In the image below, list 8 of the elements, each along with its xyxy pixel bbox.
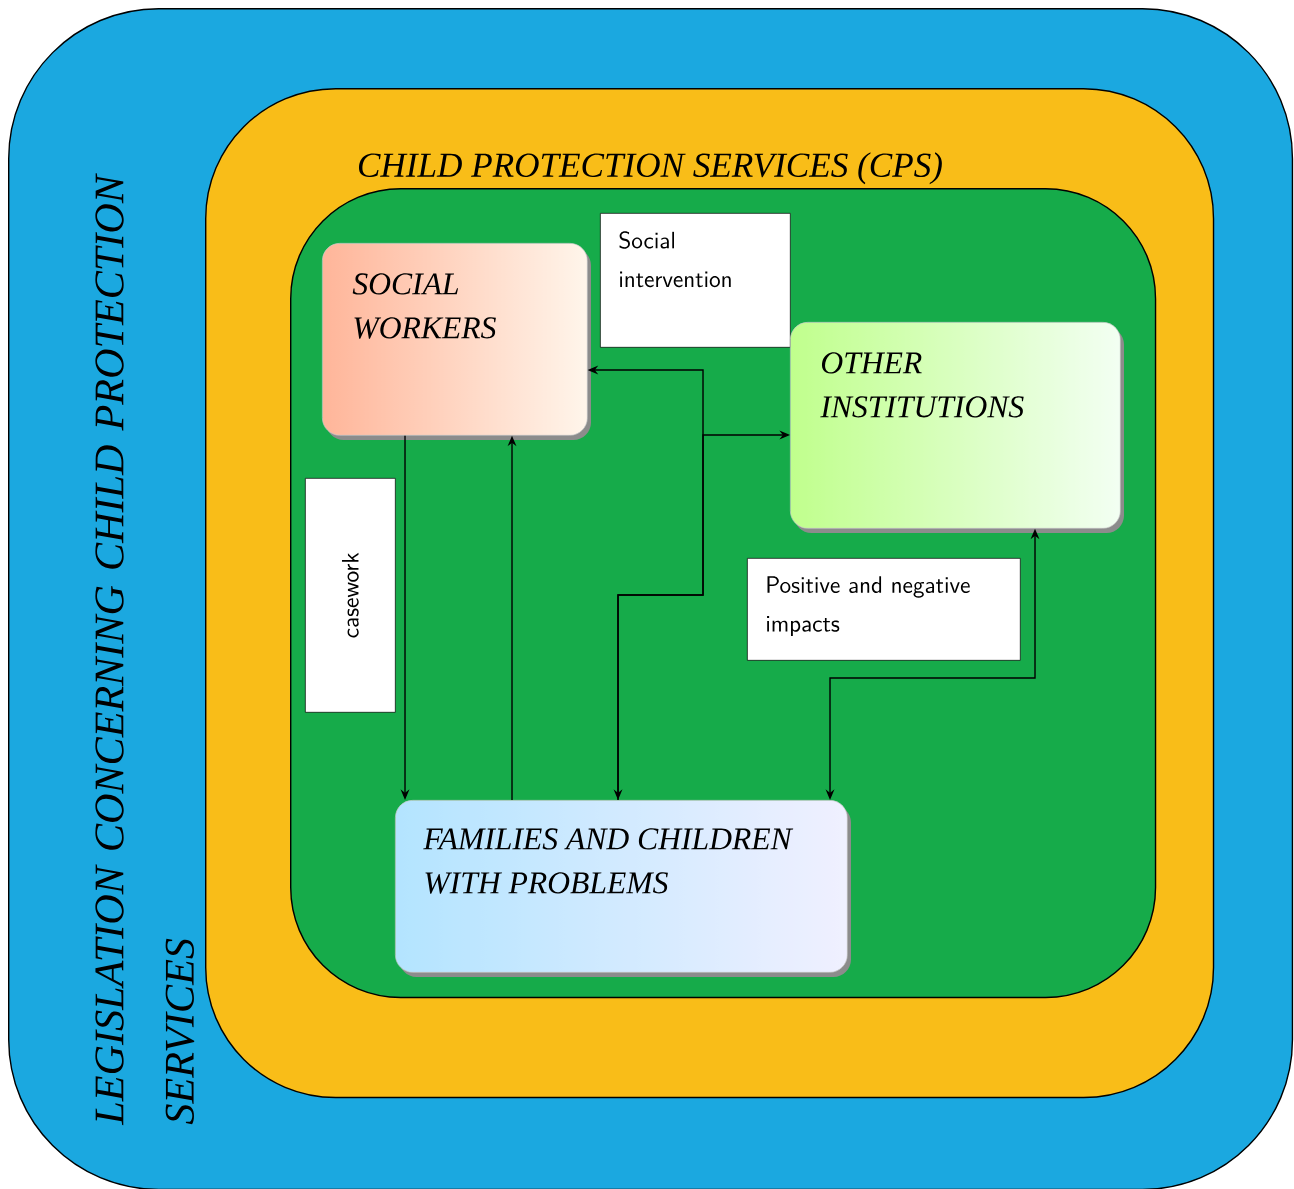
rounded-box: FAMILIES AND CHILDREN WITH PROBLEMS <box>395 800 851 977</box>
panel-title: CHILD PROTECTION SERVICES (CPS) <box>359 152 942 185</box>
text-box: Social intervention <box>600 213 791 348</box>
rounded-box: OTHER INSTITUTIONS <box>790 322 1124 533</box>
panel-title: LEGISLATION CONCERNING CHILD PROTECTION SERVICES <box>95 173 195 1126</box>
rounded-box: SOCIAL WORKERS <box>322 243 591 440</box>
text-box: casework <box>305 478 396 713</box>
text-box: Positive and negative impacts <box>747 558 1021 661</box>
